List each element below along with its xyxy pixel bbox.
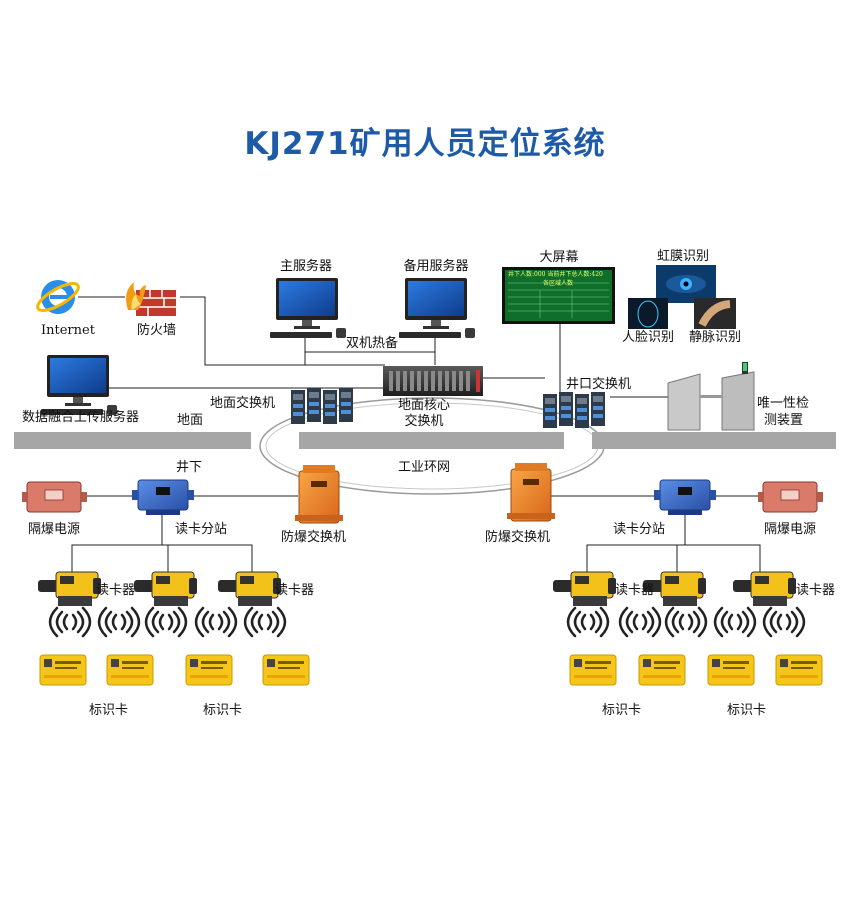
signal-icon (618, 606, 662, 638)
id-card-icon (638, 654, 686, 686)
right-reader-3-icon (732, 571, 797, 607)
hot-standby-label: 双机热备 (346, 336, 399, 351)
core-switch-label-line2: 交换机 (404, 414, 444, 429)
vein-label: 静脉识别 (688, 330, 742, 345)
big-screen-subheader: 各区域人数 (542, 280, 574, 287)
left-ex-switch-label: 防爆交换机 (281, 530, 347, 545)
signal-icon (97, 606, 141, 638)
turnstile-icon (667, 362, 755, 431)
page-title: KJ271矿用人员定位系统 (244, 126, 606, 162)
underground-links (71, 495, 761, 578)
firewall-label: 防火墙 (137, 323, 177, 338)
right-substation-icon (653, 479, 717, 516)
id-card-icon (707, 654, 755, 686)
signal-icon (664, 606, 708, 638)
left-card-label-a: 标识卡 (89, 703, 129, 718)
main-server-monitor-icon (270, 278, 346, 338)
iris-label: 虹膜识别 (656, 249, 710, 264)
id-card-icon (262, 654, 310, 686)
backup-server-label: 备用服务器 (403, 259, 469, 274)
id-card-icon (569, 654, 617, 686)
left-reader-1-icon (37, 571, 102, 607)
big-screen-header: 井下人数:000 当前井下总人数:420 (508, 271, 603, 278)
ground-bar-left (14, 432, 251, 449)
vein-image-icon (694, 298, 736, 329)
big-screen-label: 大屏幕 (539, 250, 579, 265)
firewall-icon (126, 282, 176, 316)
left-card-label-b: 标识卡 (203, 703, 243, 718)
signal-icon (48, 606, 92, 638)
uniqueness-label-line1: 唯一性检 (757, 396, 810, 411)
core-switch-label-line1: 地面核心 (397, 398, 451, 413)
right-card-label-a: 标识卡 (602, 703, 642, 718)
ground-bar-middle (299, 432, 564, 449)
left-power-box-icon (21, 481, 88, 513)
internet-label: Internet (41, 323, 95, 338)
left-reader-2-icon (133, 571, 198, 607)
right-substation-label: 读卡分站 (613, 522, 666, 537)
face-image-icon (628, 298, 668, 329)
signal-icon (713, 606, 757, 638)
face-label: 人脸识别 (621, 330, 675, 345)
fusion-server-monitor-icon (41, 355, 117, 415)
big-screen-icon (502, 267, 615, 324)
ground-switch-label: 地面交换机 (210, 396, 276, 411)
left-power-label: 隔爆电源 (28, 522, 81, 537)
left-reader-3-icon (217, 571, 282, 607)
wellhead-switch-label: 井口交换机 (566, 377, 632, 392)
left-explosion-proof-switch-icon (294, 464, 344, 524)
signal-icon (144, 606, 188, 638)
right-card-label-b: 标识卡 (727, 703, 767, 718)
right-reader-label-b: 读卡器 (796, 583, 836, 598)
id-card-icon (39, 654, 87, 686)
id-card-icon (775, 654, 823, 686)
underground-label: 井下 (176, 460, 203, 475)
id-card-icon (106, 654, 154, 686)
iris-image-icon (656, 265, 716, 303)
ie-icon (36, 280, 80, 314)
backup-server-monitor-icon (399, 278, 475, 338)
right-power-label: 隔爆电源 (764, 522, 817, 537)
right-reader-label-a: 读卡器 (615, 583, 655, 598)
right-power-box-icon (757, 481, 824, 513)
ground-area-label: 地面 (177, 413, 204, 428)
right-explosion-proof-switch-icon (506, 462, 556, 522)
signal-icon (762, 606, 806, 638)
left-substation-label: 读卡分站 (175, 522, 228, 537)
ring-network-label: 工业环网 (398, 460, 451, 475)
signal-icon (194, 606, 238, 638)
main-server-label: 主服务器 (279, 259, 333, 274)
left-reader-label-b: 读卡器 (275, 583, 315, 598)
fusion-server-label: 数据融合上传服务器 (22, 410, 140, 425)
core-switch-icon (383, 366, 483, 396)
id-card-icon (185, 654, 233, 686)
ground-switch-icon (291, 388, 353, 424)
wellhead-switch-icon (543, 392, 605, 428)
right-reader-1-icon (552, 571, 617, 607)
signal-icon (243, 606, 287, 638)
signal-icon (566, 606, 610, 638)
left-reader-label-a: 读卡器 (96, 583, 136, 598)
uniqueness-label-line2: 测装置 (764, 413, 804, 428)
right-ex-switch-label: 防爆交换机 (485, 530, 551, 545)
left-substation-icon (131, 479, 195, 516)
ground-bar-right (592, 432, 836, 449)
